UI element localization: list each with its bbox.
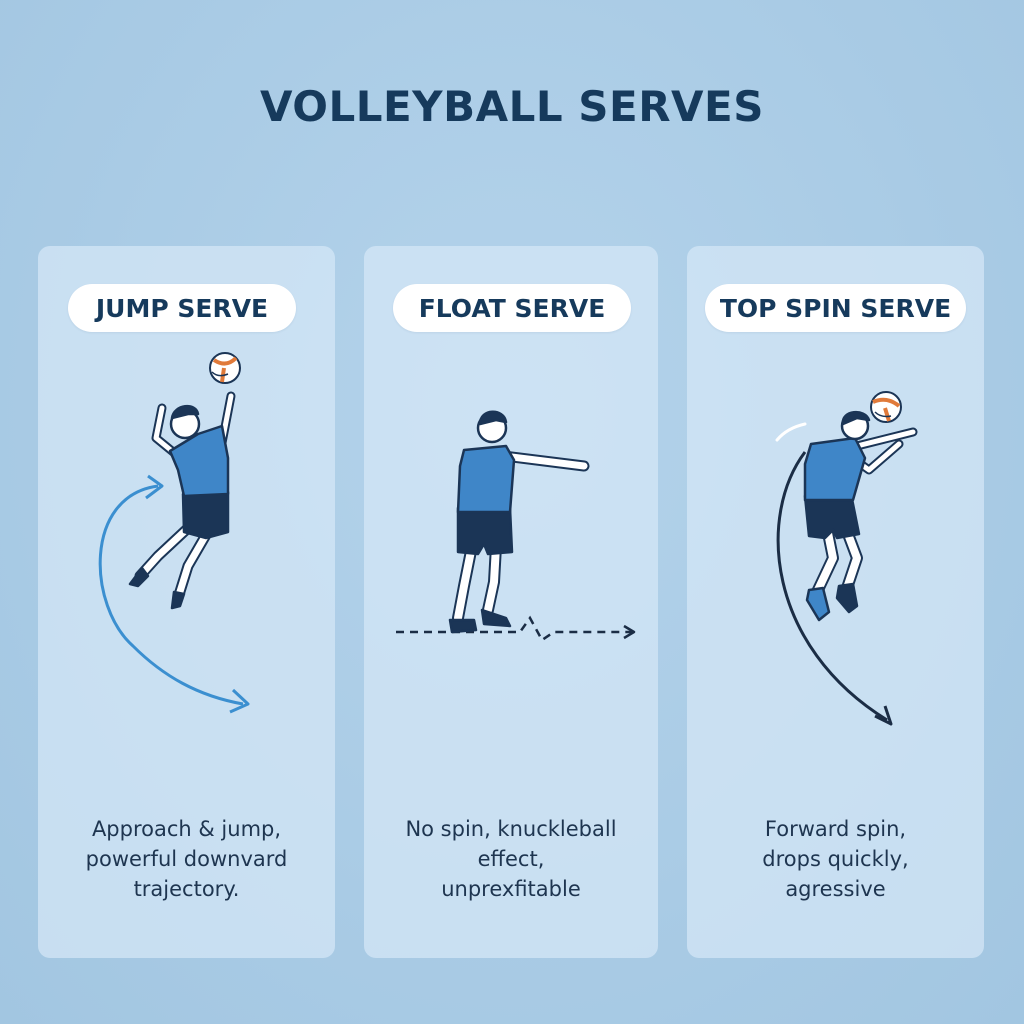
card-jump-serve: JUMP SERVE bbox=[38, 246, 335, 958]
page-title: VOLLEYBALL SERVES bbox=[260, 82, 764, 131]
player-figure-icon bbox=[128, 391, 236, 610]
card-label-float-serve: FLOAT SERVE bbox=[393, 284, 631, 332]
card-description-top-spin-serve: Forward spin, drops quickly, agressive bbox=[762, 817, 909, 901]
trajectory-arrow-icon bbox=[776, 451, 893, 726]
card-description-jump-serve: Approach & jump, powerful downvard traje… bbox=[85, 817, 288, 901]
card-description-float-serve: No spin, knuckleball effect, unprexfitab… bbox=[405, 817, 617, 901]
player-figure-icon bbox=[803, 411, 918, 622]
trajectory-arrow-icon bbox=[98, 474, 250, 714]
player-figure-icon bbox=[448, 410, 590, 634]
motion-swoosh-icon bbox=[775, 422, 807, 442]
card-label-top-spin-serve: TOP SPIN SERVE bbox=[705, 284, 966, 332]
card-label-jump-serve: JUMP SERVE bbox=[68, 284, 296, 332]
card-float-serve: FLOAT SERVE No bbox=[364, 246, 658, 958]
volleyball-icon bbox=[209, 352, 241, 384]
volleyball-icon bbox=[870, 391, 902, 423]
top-spin-serve-illustration bbox=[775, 391, 918, 726]
jump-serve-illustration bbox=[98, 352, 250, 714]
card-top-spin-serve: TOP SPIN SERVE bbox=[687, 246, 984, 958]
float-serve-illustration bbox=[396, 410, 636, 642]
trajectory-arrow-icon bbox=[396, 615, 636, 642]
